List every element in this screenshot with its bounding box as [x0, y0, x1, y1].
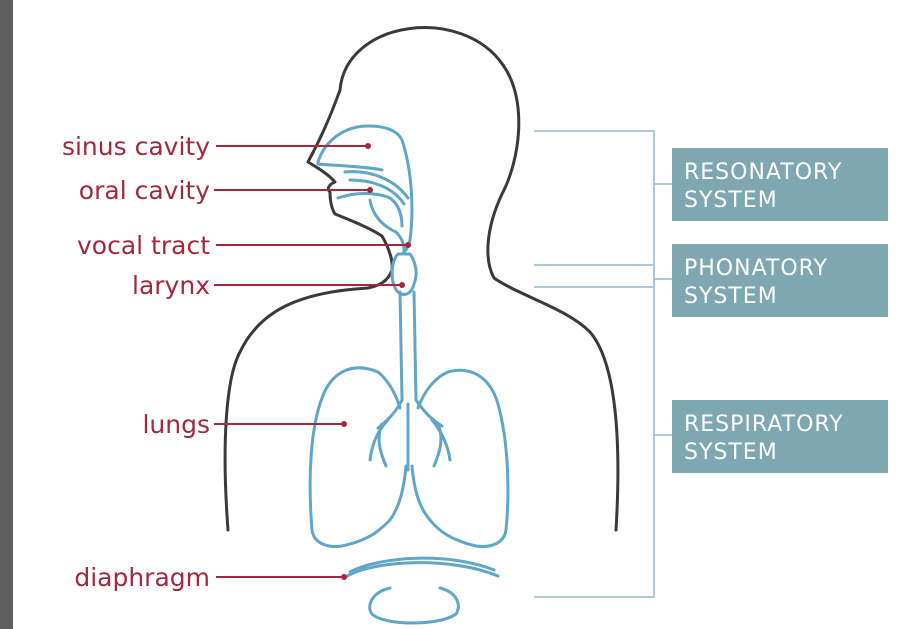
diaphragm-dot: [341, 574, 347, 580]
abdomen-outline: [370, 588, 459, 623]
larynx-outline: [392, 254, 416, 294]
resonatory-system-line1: RESONATORY: [684, 160, 842, 185]
diaphragm-label: diaphragm: [74, 563, 210, 592]
body-outline: [225, 28, 618, 530]
right-lung-outline: [412, 370, 508, 546]
vocal-tract-dot: [405, 242, 411, 248]
palate: [345, 172, 408, 204]
oral-cavity-dot: [367, 187, 373, 193]
diaphragm-outline: [344, 558, 498, 578]
larynx-dot: [399, 282, 405, 288]
larynx-label: larynx: [132, 271, 210, 300]
left-lung-outline: [310, 368, 406, 547]
vocal-anatomy-diagram: sinus cavity oral cavity vocal tract lar…: [13, 0, 902, 629]
tongue: [338, 194, 402, 227]
lungs-dot: [341, 421, 347, 427]
trachea-outline: [400, 292, 416, 400]
vocal-tract-label: vocal tract: [77, 231, 210, 260]
respiratory-system-line1: RESPIRATORY: [684, 412, 844, 437]
nasal-floor: [318, 164, 382, 170]
phonatory-system-line1: PHONATORY: [684, 256, 828, 281]
bronchi: [370, 400, 450, 470]
resonatory-bracket: [534, 131, 654, 597]
sinus-cavity-dot: [365, 143, 371, 149]
phonatory-system-line2: SYSTEM: [684, 284, 778, 309]
sinus-cavity-label: sinus cavity: [62, 132, 210, 161]
resonatory-system-line2: SYSTEM: [684, 188, 778, 213]
diagram-frame: sinus cavity oral cavity vocal tract lar…: [13, 0, 902, 629]
oral-cavity-label: oral cavity: [79, 176, 210, 205]
respiratory-system-line2: SYSTEM: [684, 440, 778, 465]
lungs-label: lungs: [142, 410, 210, 439]
